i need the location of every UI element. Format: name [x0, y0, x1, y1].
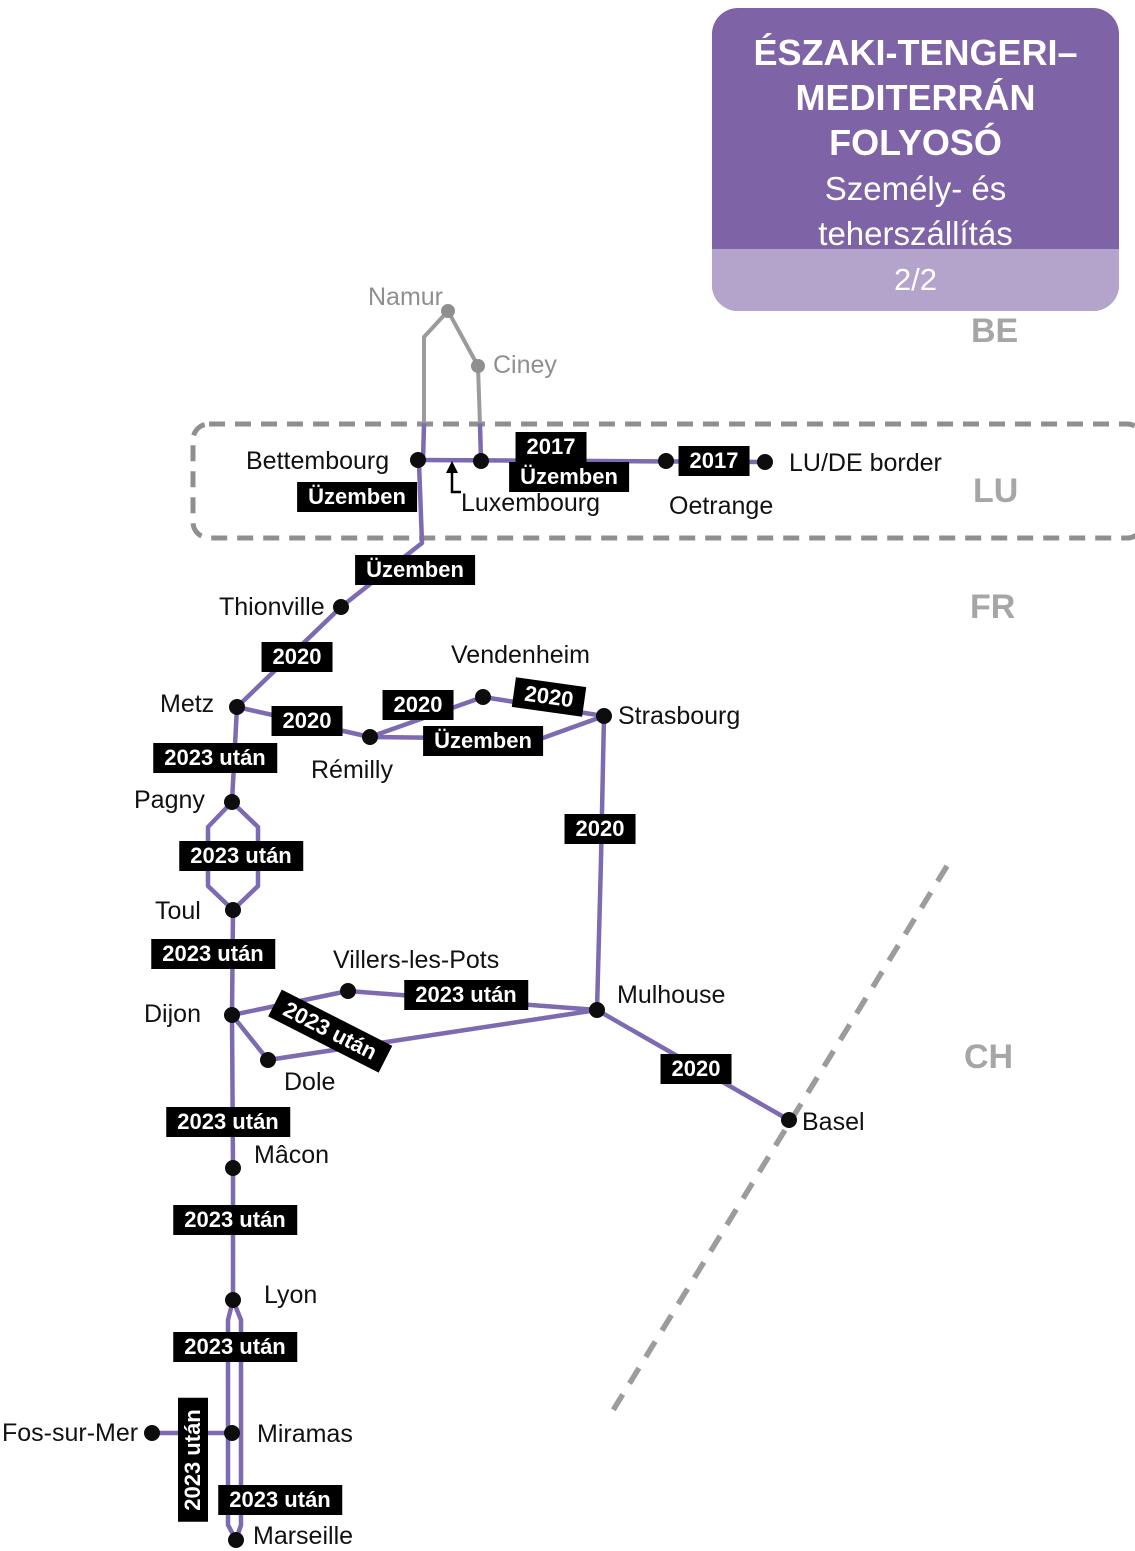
city-dot-dole [260, 1052, 276, 1068]
status-remilly-strasbourg-uzemben: Üzemben [423, 726, 543, 756]
corridor-subtitle-line2: teherszállítás [818, 215, 1013, 252]
city-label-metz: Metz [160, 690, 215, 718]
city-label-remilly: Rémilly [311, 756, 393, 784]
city-label-toul: Toul [155, 897, 201, 925]
city-label-dole: Dole [284, 1068, 336, 1096]
city-dot-vendenheim [475, 689, 491, 705]
status-metz-pagny-2023: 2023 után [153, 743, 277, 773]
city-label-namur: Namur [368, 283, 444, 311]
status-pagny-toul-2023: 2023 után [179, 841, 303, 871]
city-label-villers-les-pots: Villers-les-Pots [333, 946, 500, 974]
city-dot-mulhouse [589, 1002, 605, 1018]
corridor-title-line3: FOLYOSÓ [829, 122, 1002, 163]
city-dot-thionville [333, 599, 349, 615]
city-dot-miramas [224, 1425, 240, 1441]
city-label-miramas: Miramas [257, 1420, 353, 1448]
city-label-macon: Mâcon [254, 1141, 330, 1169]
city-label-marseille: Marseille [253, 1522, 354, 1550]
city-label-vendenheim: Vendenheim [451, 641, 591, 669]
city-dot-dijon [224, 1007, 240, 1023]
status-macon-lyon-2023: 2023 után [173, 1205, 297, 1235]
corridor-subtitle-line1: Személy- és [824, 170, 1007, 207]
city-dot-pagny [224, 794, 240, 810]
region-label-be: BE [971, 312, 1019, 350]
city-label-pagny: Pagny [134, 786, 205, 814]
city-dot-villers-les-pots [340, 983, 356, 999]
status-lyon-south-2023: 2023 után [173, 1332, 297, 1362]
city-label-fos-sur-mer: Fos-sur-Mer [2, 1419, 139, 1447]
luxembourg-connector-line [450, 470, 461, 494]
city-dot-macon [225, 1160, 241, 1176]
status-fos-branch-2023: 2023 után [178, 1398, 208, 1522]
ch-border-dashed-line [609, 864, 950, 1414]
city-label-ciney: Ciney [493, 351, 557, 379]
city-label-lyon: Lyon [264, 1281, 318, 1309]
city-label-oetrange: Oetrange [669, 492, 774, 520]
city-dot-strasbourg [596, 708, 612, 724]
city-dot-metz [229, 699, 245, 715]
status-oetrange-border-2017: 2017 [678, 446, 750, 476]
region-label-lu: LU [973, 472, 1019, 510]
route-strasbourg-mulhouse [594, 713, 607, 1013]
status-metz-remilly-2020: 2020 [271, 706, 343, 736]
route-lyon-miramas-marseille [225, 1297, 239, 1543]
corridor-title-line1: ÉSZAKI-TENGERI– [753, 32, 1078, 73]
city-dot-oetrange [658, 453, 674, 469]
status-luxembourg-oetrange-2017: 2017 [515, 432, 587, 462]
status-miramas-marseille-2023: 2023 után [218, 1485, 342, 1515]
city-label-dijon: Dijon [144, 1000, 201, 1028]
city-dot-toul [225, 902, 241, 918]
city-label-luxembourg: Luxembourg [461, 489, 600, 517]
region-label-fr: FR [970, 588, 1016, 626]
city-label-mulhouse: Mulhouse [617, 981, 726, 1009]
luxembourg-connector-arrow-icon [446, 461, 458, 473]
city-dot-lyon [225, 1292, 241, 1308]
city-dot-luxembourg [473, 453, 489, 469]
status-bettembourg-thionville-uzemben: Üzemben [355, 555, 475, 585]
city-label-strasbourg: Strasbourg [618, 702, 741, 730]
city-dot-fos-sur-mer [144, 1425, 160, 1441]
city-dot-namur [441, 304, 455, 318]
status-luxembourg-oetrange-uzemben: Üzemben [509, 462, 629, 492]
status-villers-mulhouse-2023: 2023 után [404, 980, 528, 1010]
header-card: ÉSZAKI-TENGERI– MEDITERRÁN FOLYOSÓ Szemé… [712, 8, 1119, 311]
region-label-ch: CH [964, 1038, 1014, 1076]
city-dot-bettembourg [410, 452, 426, 468]
city-dot-lude-border [757, 454, 773, 470]
status-toul-dijon-2023: 2023 után [151, 939, 275, 969]
route-namur-south [422, 309, 450, 427]
route-dijon-macon-lyon [229, 1012, 236, 1303]
city-dot-basel [781, 1112, 797, 1128]
city-label-thionville: Thionville [219, 593, 325, 621]
page-indicator: 2/2 [712, 249, 1119, 311]
status-bettembourg-uzemben: Üzemben [297, 482, 417, 512]
header-main: ÉSZAKI-TENGERI– MEDITERRÁN FOLYOSÓ Szemé… [712, 8, 1119, 255]
city-label-bettembourg: Bettembourg [246, 447, 390, 475]
city-dot-marseille [228, 1532, 244, 1548]
status-mulhouse-basel-2020: 2020 [660, 1054, 732, 1084]
city-dot-ciney [471, 359, 485, 373]
city-label-lude-border: LU/DE border [789, 449, 942, 477]
lu-border-dashed-box [190, 421, 1135, 541]
corridor-title-line2: MEDITERRÁN [795, 77, 1036, 118]
city-label-basel: Basel [802, 1108, 865, 1136]
status-remilly-vendenheim-2020: 2020 [382, 690, 454, 720]
status-thionville-metz-2020: 2020 [261, 642, 333, 672]
status-strasbourg-mulhouse-2020: 2020 [564, 814, 636, 844]
city-dot-remilly [362, 729, 378, 745]
status-dijon-macon-2023: 2023 után [166, 1107, 290, 1137]
